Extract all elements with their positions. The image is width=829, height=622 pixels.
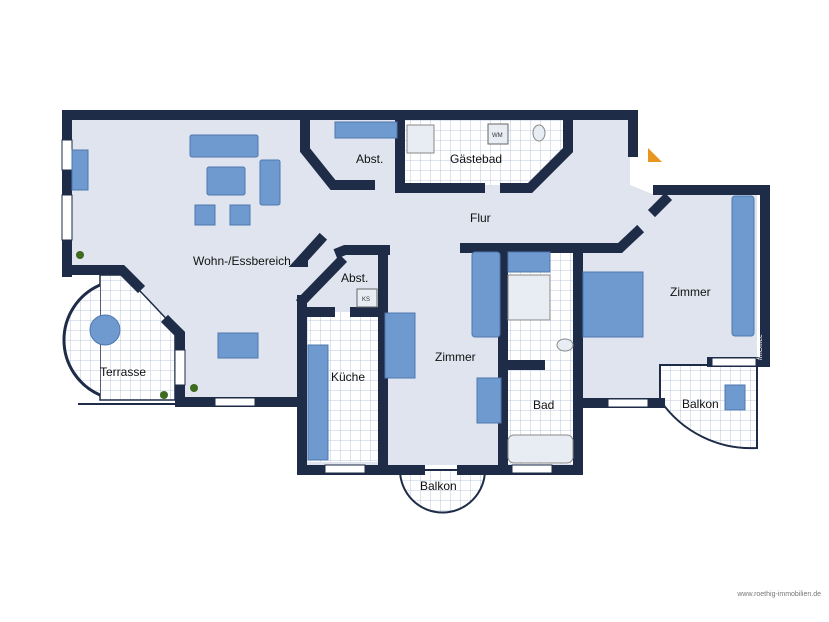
label-room-right: Zimmer [670, 285, 711, 299]
terrace-table [89, 314, 121, 346]
washing-machine [487, 123, 509, 145]
sofa-side [259, 159, 281, 206]
balcony-table [724, 384, 746, 411]
coffee-table [206, 166, 246, 196]
label-storage-kitchen: Abst. [341, 271, 368, 285]
bed-middle [384, 312, 416, 379]
plant-icons [76, 251, 198, 399]
label-terrace: Terrasse [100, 365, 146, 379]
label-guest-bath: Gästebad [450, 152, 502, 166]
wardrobe-right [731, 195, 755, 337]
armchair [229, 204, 251, 226]
sofa [189, 134, 259, 158]
guest-shower [406, 124, 435, 154]
kitchen-counter [307, 344, 329, 461]
toilet-bath [556, 338, 574, 352]
shower [507, 274, 551, 321]
balcony-bottom-floor [398, 469, 487, 514]
wardrobe-middle [471, 251, 501, 338]
label-balcony-right: Balkon [682, 397, 719, 411]
terrace-arc [62, 283, 101, 397]
toilet [532, 124, 546, 142]
dining-table [217, 332, 259, 359]
logo: fmOffice [757, 334, 764, 360]
north-marker-icon [648, 148, 662, 162]
label-hall: Flur [470, 211, 491, 225]
label-bath: Bad [533, 398, 554, 412]
shelf-bath [507, 251, 551, 273]
tv [71, 149, 89, 191]
room-labels: Wohn-/Essbereich Terrasse Abst. Gästebad… [100, 152, 719, 493]
bed-right [582, 271, 644, 338]
watermark: www.roethig-immobilien.de [737, 591, 821, 598]
label-room-middle: Zimmer [435, 350, 476, 364]
windows [61, 139, 757, 474]
bathtub [507, 434, 574, 464]
top-shelf [334, 121, 398, 139]
fridge-label: KS [362, 297, 370, 303]
washing-machine-label: WM [492, 133, 503, 139]
label-living: Wohn-/Essbereich [193, 254, 291, 268]
armchair [194, 204, 216, 226]
label-storage-top: Abst. [356, 152, 383, 166]
desk-middle [476, 377, 502, 424]
fridge [356, 288, 378, 308]
label-kitchen: Küche [331, 370, 365, 384]
label-balcony-bottom: Balkon [420, 479, 457, 493]
furniture [71, 121, 755, 464]
guest-bath-floor [403, 120, 568, 185]
